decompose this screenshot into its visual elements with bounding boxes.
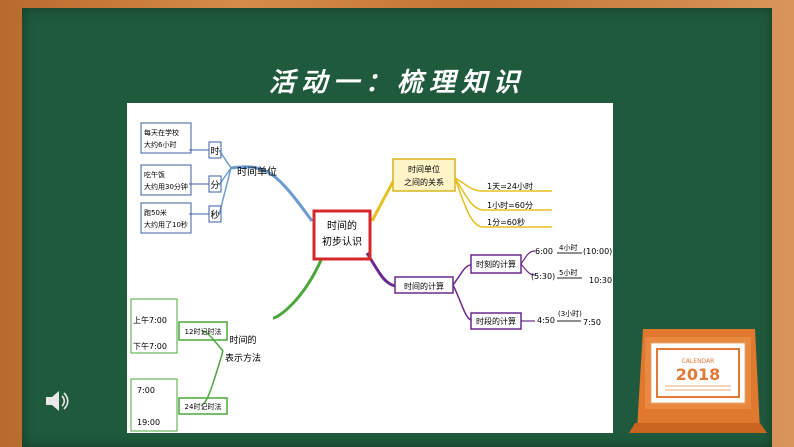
- calendar-header: CALENDAR: [682, 358, 715, 365]
- moment-row1-result: (10:00): [583, 247, 612, 256]
- twelve-hour-pm: 下午7:00: [133, 341, 167, 351]
- twelve-hour-examples: [130, 298, 178, 354]
- unit-minute-note-box: [140, 164, 192, 196]
- speaker-icon[interactable]: [44, 386, 70, 416]
- mindmap-sheet: 时间的 初步认识 时间单位 时 分 秒 每天在学校 大约6小时 吃午饭 大约用3…: [127, 103, 613, 433]
- unit-hour: 时: [210, 145, 219, 157]
- moment-row2-start: (5:30): [531, 272, 555, 281]
- unit-hour-note-1: 每天在学校: [144, 128, 179, 137]
- unit-second-note-1: 跑50米: [144, 208, 167, 217]
- duration-delta: (3小时): [558, 309, 582, 318]
- center-label-line2: 初步认识: [322, 235, 362, 248]
- unit-minute: 分: [210, 180, 219, 191]
- moment-row1-start: 6:00: [535, 247, 553, 256]
- unit-second-note-box: [140, 202, 192, 234]
- unit-second-note-2: 大约用了10秒: [144, 220, 188, 229]
- calendar-year: 2018: [676, 365, 721, 384]
- unit-minute-note-1: 吃午饭: [144, 170, 165, 179]
- relation-hour: 1小时=60分: [487, 200, 533, 210]
- moment-row2-result: 10:30: [589, 276, 612, 285]
- moment-row2-delta: 5小时: [559, 268, 577, 277]
- notation-label-1: 时间的: [229, 334, 256, 346]
- relation-label-1: 时间单位: [408, 164, 440, 174]
- moment-row1-delta: 4小时: [559, 243, 577, 252]
- twelve-hour-label: 12时记时法: [185, 327, 222, 336]
- twentyfour-hour-am: 7:00: [137, 386, 155, 395]
- notation-label-2: 表示方法: [225, 352, 261, 364]
- duration-result: 7:50: [583, 318, 601, 327]
- calendar-illustration: CALENDAR 2018: [629, 329, 767, 433]
- relation-day: 1天=24小时: [487, 181, 533, 191]
- unit-hour-note-box: [140, 122, 192, 154]
- relation-label-2: 之间的关系: [404, 177, 444, 187]
- unit-branch-label: 时间单位: [237, 165, 277, 178]
- mindmap-diagram: 时间的 初步认识 时间单位 时 分 秒 每天在学校 大约6小时 吃午饭 大约用3…: [130, 122, 612, 432]
- twelve-hour-am: 上午7:00: [133, 315, 167, 325]
- relation-node: [392, 158, 456, 192]
- unit-hour-note-2: 大约6小时: [144, 140, 176, 149]
- unit-second: 秒: [210, 209, 219, 221]
- center-node: [312, 209, 372, 261]
- twentyfour-hour-label: 24时记时法: [185, 402, 222, 411]
- branch-notation-line: [272, 257, 324, 320]
- calc-label: 时间的计算: [404, 281, 444, 291]
- relation-minute: 1分=60秒: [487, 217, 525, 227]
- duration-start: 4:50: [537, 316, 555, 325]
- center-label-line1: 时间的: [327, 219, 357, 232]
- duration-label: 时段的计算: [476, 316, 516, 326]
- slide-title: 活动一：梳理知识: [268, 68, 525, 98]
- moment-label: 时刻的计算: [476, 259, 516, 269]
- twentyfour-hour-pm: 19:00: [137, 418, 160, 427]
- branch-unit-line: [230, 165, 314, 222]
- unit-minute-note-2: 大约用30分钟: [144, 182, 188, 191]
- twentyfour-hour-examples: [130, 378, 178, 432]
- twelve-hour-node: [178, 321, 228, 341]
- twentyfour-hour-node: [178, 397, 228, 415]
